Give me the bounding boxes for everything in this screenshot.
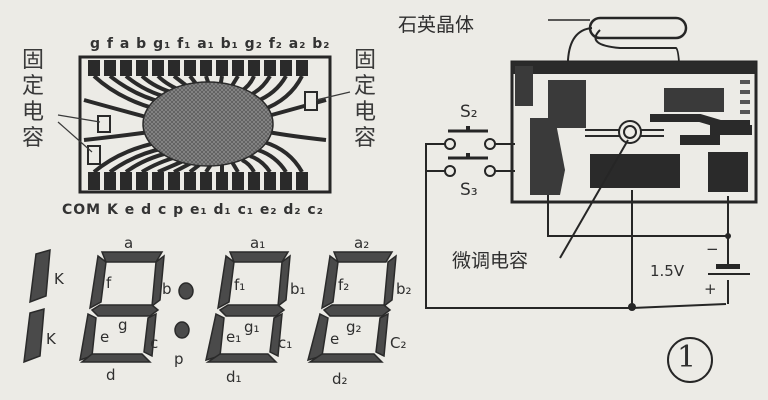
- left-fixed-capacitor-label: 固 定 电 容: [20, 48, 46, 152]
- circuit-wiring: [425, 139, 729, 309]
- segment-label-g2: g₂: [346, 318, 362, 336]
- lcd-top-pin-labels: g f a b g₁ f₁ a₁ b₁ g₂ f₂ a₂ b₂: [90, 36, 331, 52]
- figure-number: ①1: [677, 340, 697, 375]
- figure-number-circle: [667, 337, 713, 383]
- segment-label-k-top: K: [54, 270, 64, 288]
- segment-label-e: e: [100, 328, 110, 346]
- switch-s3: [444, 153, 515, 177]
- battery-plus-label: +: [704, 280, 717, 298]
- segment-label-d2: d₂: [332, 370, 348, 388]
- segment-label-c: c: [150, 334, 159, 352]
- colon-label-p: p: [174, 350, 184, 368]
- segment-label-d: d: [106, 366, 116, 384]
- segment-label-g1: g₁: [244, 318, 260, 336]
- segment-label-c2: C₂: [390, 334, 407, 352]
- label-char: 固: [21, 48, 44, 73]
- segment-label-f1: f₁: [234, 276, 246, 294]
- segment-label-e2: e: [330, 330, 340, 348]
- right-fixed-capacitor-label: 固 定 电 容: [352, 48, 378, 152]
- label-char: 电: [21, 100, 44, 125]
- segment-label-g: g: [118, 316, 128, 334]
- segment-label-b: b: [162, 280, 172, 298]
- segment-label-f: f: [106, 274, 112, 292]
- battery-voltage-label: 1.5V: [650, 262, 685, 280]
- label-char: 固: [353, 48, 376, 73]
- trimmer-capacitor-label: 微调电容: [452, 250, 529, 272]
- label-char: 定: [353, 74, 376, 99]
- segment-label-b2: b₂: [396, 280, 412, 298]
- segment-label-d1: d₁: [226, 368, 242, 386]
- segment-label-a2: a₂: [354, 234, 370, 252]
- fixed-cap-leaders: [57, 91, 351, 153]
- clock-pcb: [510, 60, 758, 204]
- switch-s2: [444, 126, 515, 150]
- segment-label-a1: a₁: [250, 234, 266, 252]
- switch-s2-label: S₂: [460, 102, 478, 122]
- label-char: 定: [21, 74, 44, 99]
- battery-minus-label: −: [706, 240, 719, 258]
- lcd-module-board: [78, 55, 332, 194]
- segment-label-b1: b₁: [290, 280, 306, 298]
- segment-label-f2: f₂: [338, 276, 350, 294]
- seven-segment-display: [23, 248, 397, 364]
- junction-node: [725, 233, 731, 239]
- segment-label-k-bottom: K: [46, 330, 56, 348]
- segment-label-a: a: [124, 234, 134, 252]
- switch-s3-label: S₃: [460, 180, 478, 200]
- label-char: 电: [353, 100, 376, 125]
- lcd-bottom-pin-labels: COM K e d c p e₁ d₁ c₁ e₂ d₂ c₂: [62, 202, 324, 218]
- junction-node: [628, 303, 636, 311]
- label-char: 容: [353, 126, 376, 151]
- crystal-label: 石英晶体: [398, 14, 475, 36]
- battery-symbol: [708, 264, 750, 275]
- segment-label-c1: c₁: [278, 334, 293, 352]
- label-char: 容: [21, 126, 44, 151]
- quartz-crystal: [548, 16, 688, 101]
- segment-label-e1: e₁: [226, 328, 242, 346]
